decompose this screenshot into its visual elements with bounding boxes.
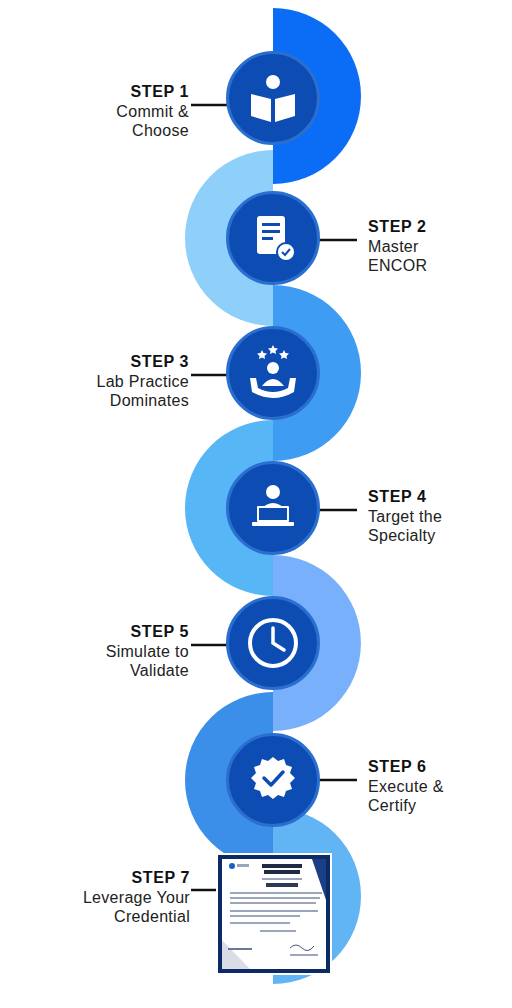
- step-circle: STEP 5Simulate to Validate: [226, 596, 320, 690]
- step-circle: STEP 4Target the Specialty: [226, 461, 320, 555]
- step-circle: STEP 3Lab Practice Dominates: [226, 326, 320, 420]
- step-label: STEP 5Simulate to Validate: [89, 622, 189, 680]
- leader-line: [191, 644, 228, 647]
- leader-line: [191, 889, 218, 892]
- step-number: STEP 1: [94, 82, 189, 102]
- step-number: STEP 5: [89, 622, 189, 642]
- expert-icon: [250, 345, 296, 398]
- badge-icon: [251, 757, 295, 799]
- document-icon: [257, 216, 295, 261]
- book-icon: [251, 75, 295, 122]
- step-title: Lab Practice Dominates: [79, 372, 189, 410]
- certificate-art: [222, 859, 326, 969]
- step-label: STEP 1Commit & Choose: [94, 82, 189, 140]
- clock-icon: [250, 620, 296, 666]
- step-circle: STEP 6Execute & Certify: [226, 733, 320, 827]
- step-title: Execute & Certify: [368, 777, 458, 815]
- step-title: Master ENCOR: [368, 237, 458, 275]
- leader-lines: [191, 105, 357, 890]
- step-title: Leverage Your Credential: [50, 888, 190, 926]
- leader-line: [191, 104, 228, 107]
- laptop-icon: [252, 485, 294, 526]
- certificate-box: STEP 7Leverage Your Credential: [218, 855, 330, 973]
- leader-line: [318, 509, 357, 512]
- leader-line: [318, 239, 357, 242]
- leader-line: [191, 374, 228, 377]
- step-number: STEP 3: [79, 352, 189, 372]
- step-circle: STEP 1Commit & Choose: [226, 51, 320, 145]
- step-title: Commit & Choose: [94, 102, 189, 140]
- step-label: STEP 6Execute & Certify: [368, 757, 458, 815]
- step-number: STEP 6: [368, 757, 458, 777]
- step-circle: STEP 2Master ENCOR: [226, 191, 320, 285]
- leader-line: [318, 779, 357, 782]
- step-number: STEP 4: [368, 487, 488, 507]
- step-label: STEP 4Target the Specialty: [368, 487, 488, 545]
- step-label: STEP 2Master ENCOR: [368, 217, 458, 275]
- step-number: STEP 7: [50, 868, 190, 888]
- step-label: STEP 7Leverage Your Credential: [50, 868, 190, 926]
- step-title: Simulate to Validate: [89, 642, 189, 680]
- step-number: STEP 2: [368, 217, 458, 237]
- step-label: STEP 3Lab Practice Dominates: [79, 352, 189, 410]
- step-title: Target the Specialty: [368, 507, 488, 545]
